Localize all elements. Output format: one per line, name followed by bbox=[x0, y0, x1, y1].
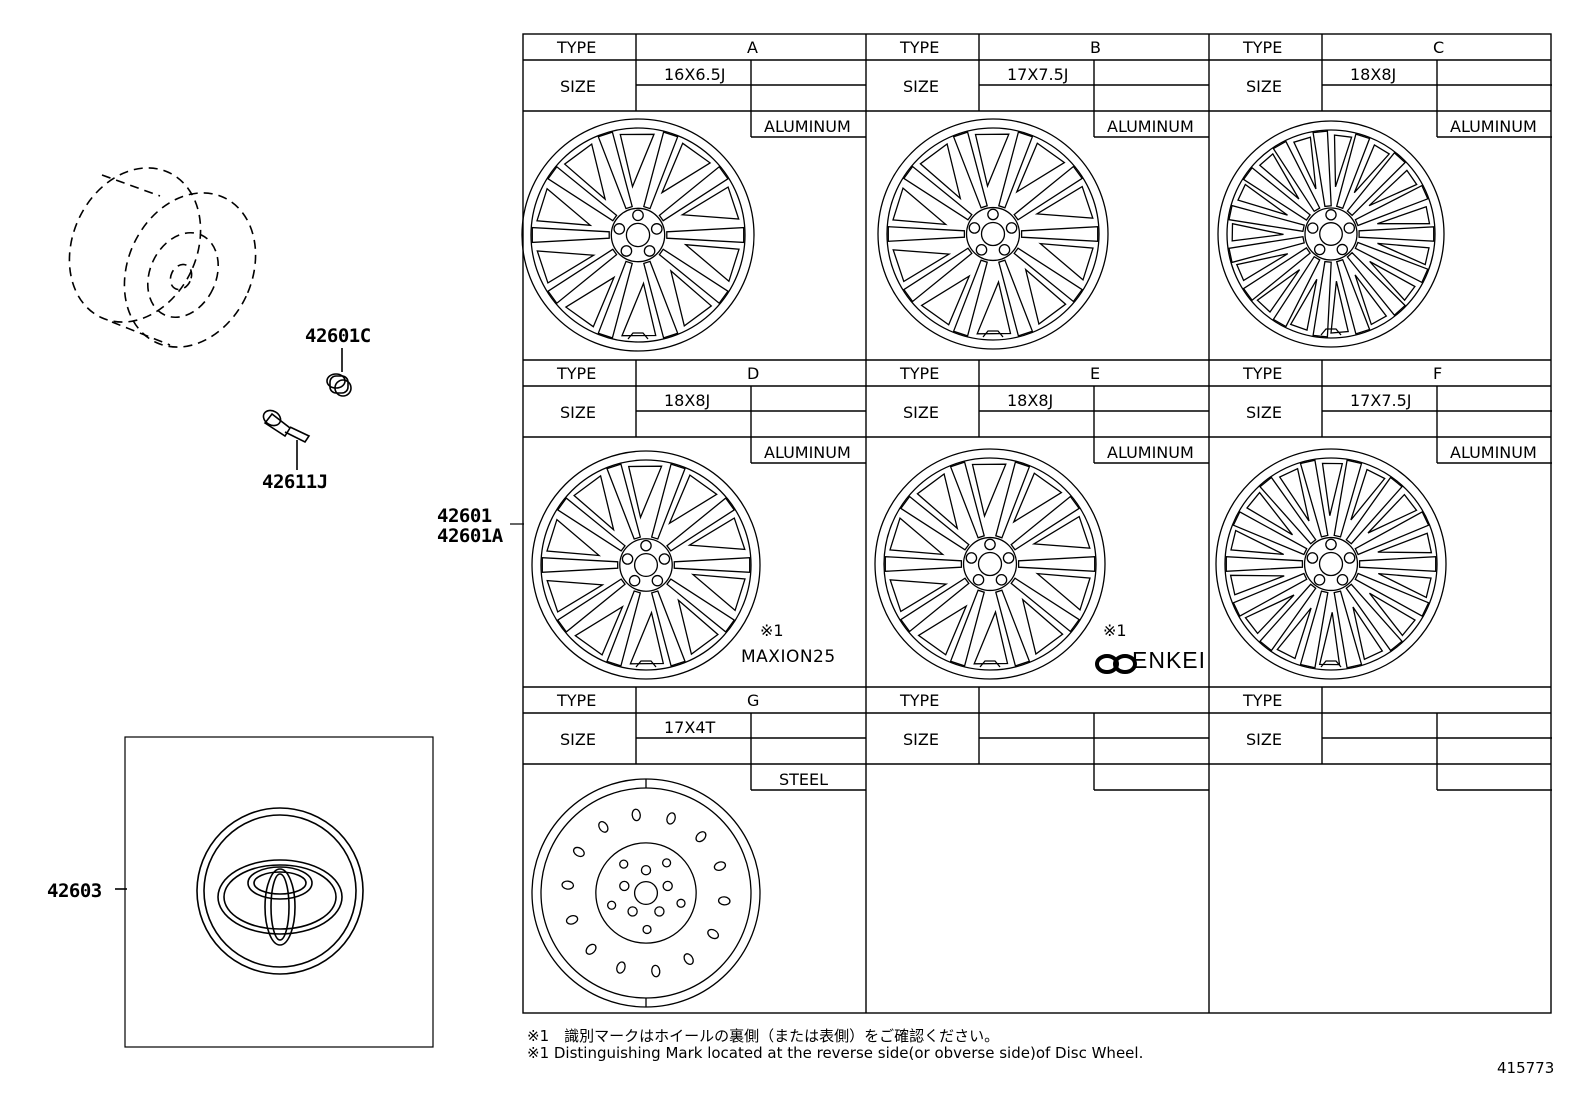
size-label-6: SIZE bbox=[560, 730, 596, 749]
material-value-2: ALUMINUM bbox=[1450, 117, 1537, 136]
wheel-type-b bbox=[877, 118, 1109, 350]
wheel-type-g bbox=[531, 778, 761, 1008]
type-value-1: B bbox=[1090, 38, 1101, 57]
size-value-0: 16X6.5J bbox=[664, 65, 726, 84]
material-value-1: ALUMINUM bbox=[1107, 117, 1194, 136]
part-number-valve: 42611J bbox=[262, 471, 328, 493]
enkei-logo-icon bbox=[1095, 654, 1137, 674]
valve-stem-illustration bbox=[262, 409, 311, 470]
part-number-ornament: 42603 bbox=[47, 880, 102, 902]
wheel-type-f bbox=[1215, 448, 1447, 680]
type-label-6: TYPE bbox=[557, 691, 597, 710]
table-border bbox=[522, 33, 1552, 1014]
material-value-3: ALUMINUM bbox=[764, 443, 851, 462]
material-value-0: ALUMINUM bbox=[764, 117, 851, 136]
size-value-5: 17X7.5J bbox=[1350, 391, 1412, 410]
type-label-7: TYPE bbox=[900, 691, 940, 710]
mark-value-4: ※1 bbox=[1103, 621, 1127, 640]
material-value-5: ALUMINUM bbox=[1450, 443, 1537, 462]
brand-value-4: ENKEI bbox=[1132, 647, 1207, 673]
spare-tire-illustration bbox=[68, 167, 257, 348]
type-value-3: D bbox=[747, 364, 760, 383]
note-japanese: ※1 識別マークはホイールの裏側（または表側）をご確認ください。 bbox=[527, 1027, 1000, 1045]
type-value-5: F bbox=[1433, 364, 1443, 383]
wheel-type-e bbox=[874, 448, 1106, 680]
part-number-wheel-alt: 42601A bbox=[437, 525, 503, 547]
type-label-1: TYPE bbox=[900, 38, 940, 57]
part-number-valve-cap: 42601C bbox=[305, 325, 371, 347]
diagram-id: 415773 bbox=[1497, 1059, 1555, 1077]
material-value-6: STEEL bbox=[779, 770, 829, 789]
wheel-type-table bbox=[522, 33, 1552, 1014]
size-value-3: 18X8J bbox=[664, 391, 711, 410]
type-label-5: TYPE bbox=[1243, 364, 1283, 383]
note-english: ※1 Distinguishing Mark located at the re… bbox=[527, 1044, 1144, 1062]
size-label-7: SIZE bbox=[903, 730, 939, 749]
type-value-6: G bbox=[747, 691, 760, 710]
valve-cap-illustration bbox=[326, 348, 352, 397]
size-value-1: 17X7.5J bbox=[1007, 65, 1069, 84]
type-value-2: C bbox=[1433, 38, 1445, 57]
size-label-4: SIZE bbox=[903, 403, 939, 422]
type-label-8: TYPE bbox=[1243, 691, 1283, 710]
type-label-0: TYPE bbox=[557, 38, 597, 57]
size-label-5: SIZE bbox=[1246, 403, 1282, 422]
mark-value-3: ※1 bbox=[760, 621, 784, 640]
type-label-3: TYPE bbox=[557, 364, 597, 383]
type-value-0: A bbox=[747, 38, 758, 57]
type-value-4: E bbox=[1090, 364, 1101, 383]
size-value-2: 18X8J bbox=[1350, 65, 1397, 84]
wheel-illustrations bbox=[521, 118, 1447, 1008]
part-number-wheel: 42601 bbox=[437, 505, 492, 527]
ornament-illustration bbox=[115, 736, 434, 1048]
brand-value-3: MAXION25 bbox=[741, 647, 836, 667]
size-label-0: SIZE bbox=[560, 77, 596, 96]
wheel-type-d bbox=[531, 450, 761, 680]
type-label-4: TYPE bbox=[900, 364, 940, 383]
size-value-6: 17X4T bbox=[664, 718, 716, 737]
size-value-4: 18X8J bbox=[1007, 391, 1054, 410]
wheel-type-a bbox=[521, 118, 755, 352]
size-label-1: SIZE bbox=[903, 77, 939, 96]
size-label-3: SIZE bbox=[560, 403, 596, 422]
size-label-8: SIZE bbox=[1246, 730, 1282, 749]
size-label-2: SIZE bbox=[1246, 77, 1282, 96]
wheel-type-c bbox=[1217, 120, 1445, 348]
material-value-4: ALUMINUM bbox=[1107, 443, 1194, 462]
type-label-2: TYPE bbox=[1243, 38, 1283, 57]
